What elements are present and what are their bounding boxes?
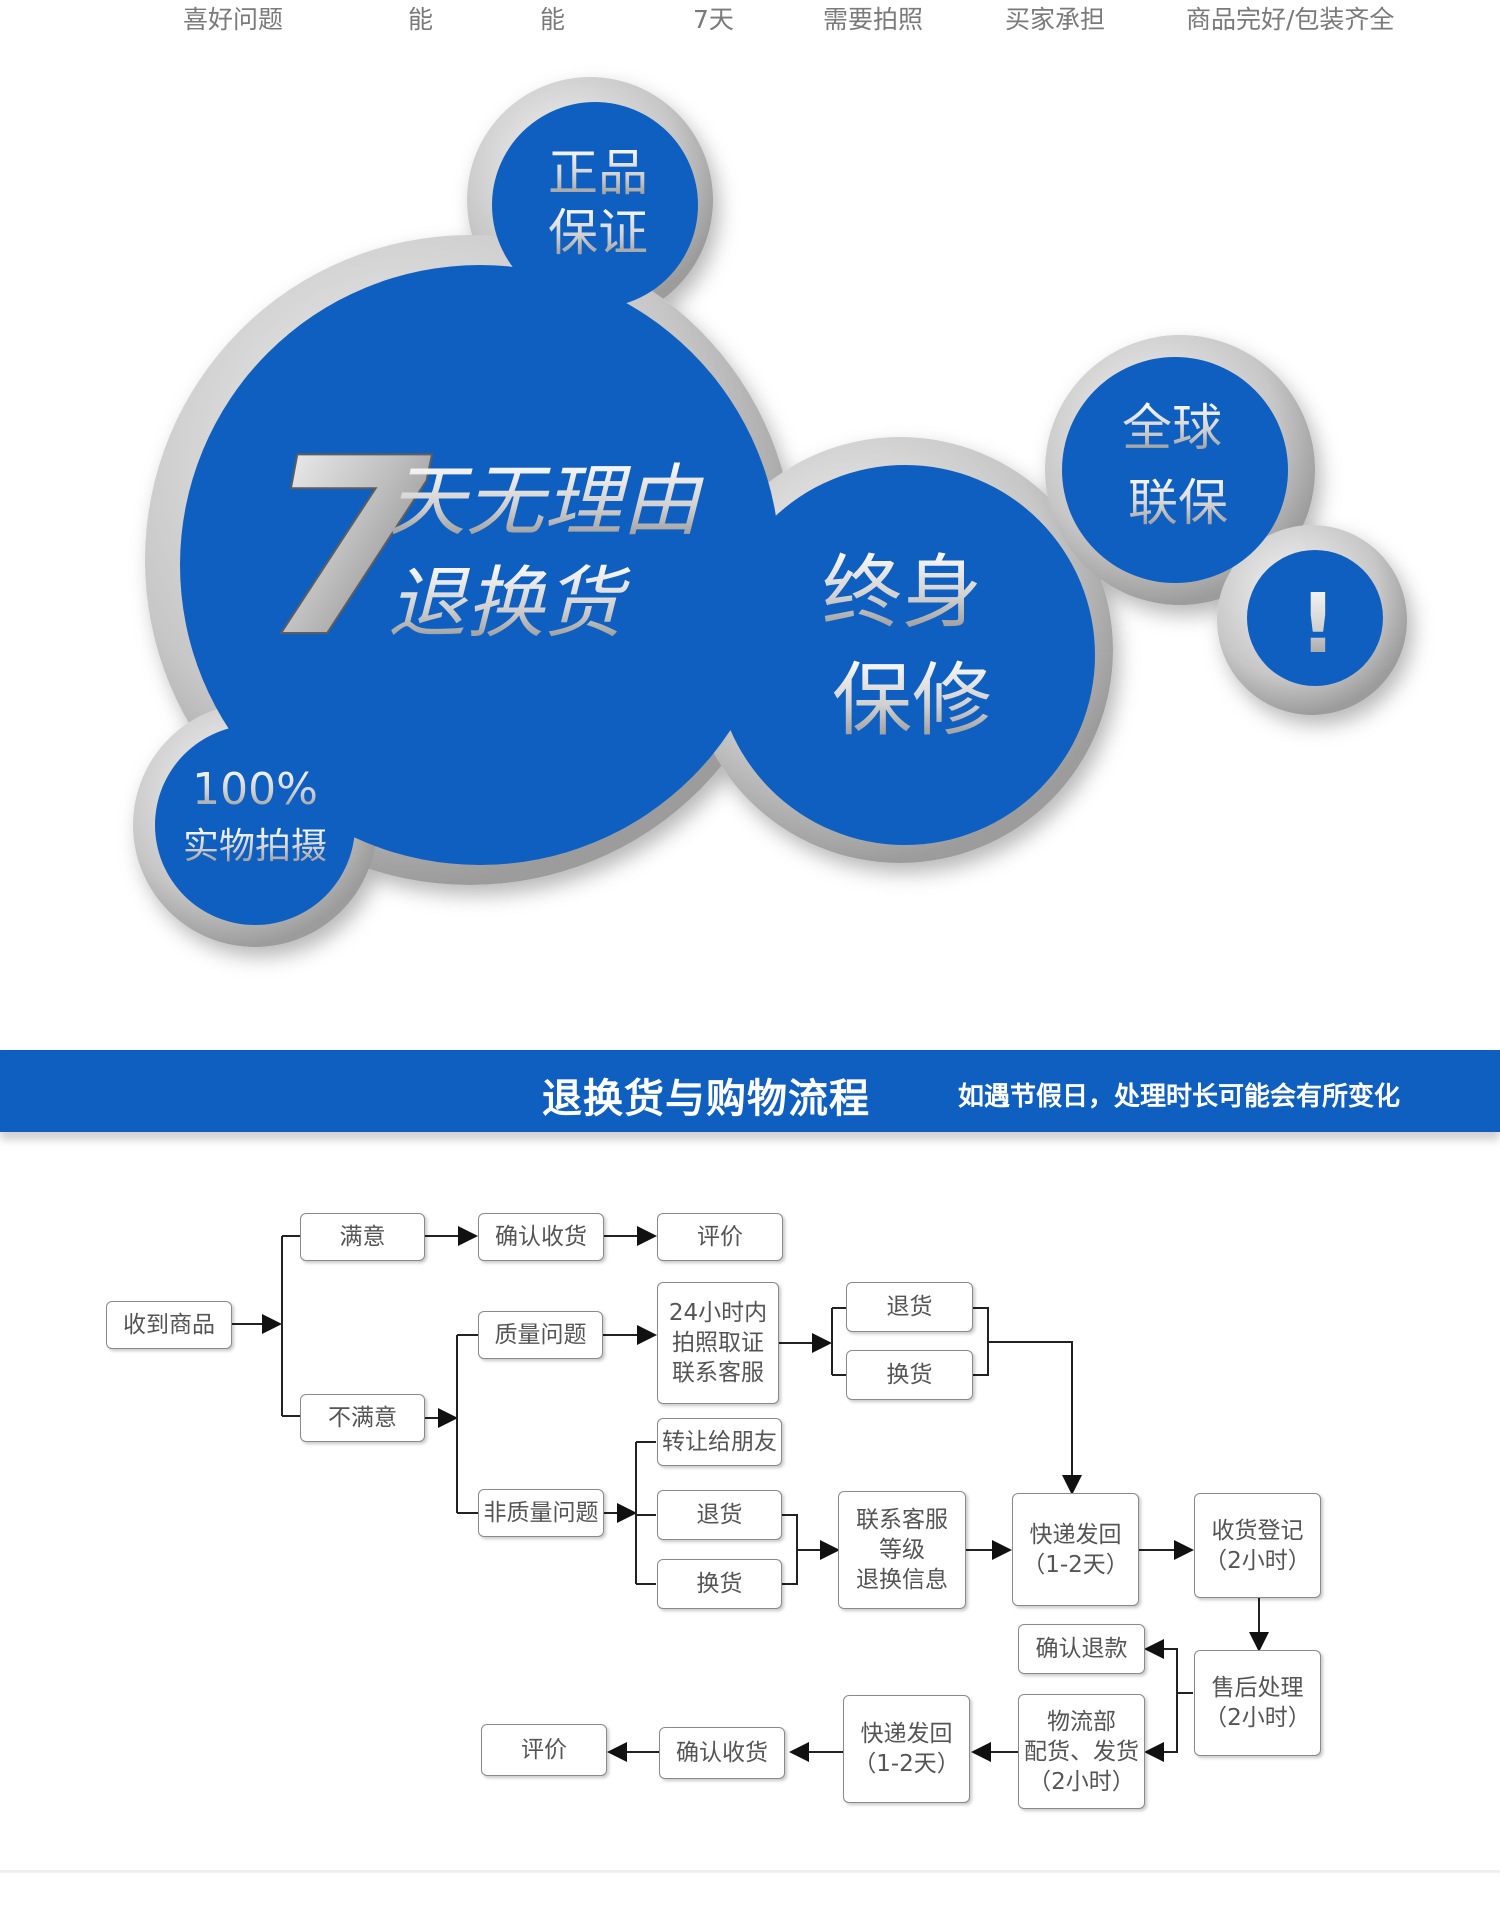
holiday-note: 如遇节假日，处理时长可能会有所变化 xyxy=(958,1082,1401,1112)
footer-divider xyxy=(0,1870,1500,1873)
node-satisfied: 满意 xyxy=(300,1213,425,1261)
node-ship-back: 快递发回 （1-2天） xyxy=(1012,1493,1139,1606)
seven-number: 7 xyxy=(262,406,432,691)
node-quality-issue: 质量问题 xyxy=(478,1311,603,1359)
top-cell-return: 能 xyxy=(408,5,434,34)
badge-photo-text: 实物拍摄 xyxy=(183,826,327,867)
node-after-sales: 售后处理 （2小时） xyxy=(1194,1650,1321,1756)
return-process-flowchart: 收到商品 满意 确认收货 评价 不满意 质量问题 24小时内 拍照取证 联系客服… xyxy=(0,1180,1500,1820)
node-review-1: 评价 xyxy=(657,1213,783,1261)
top-table-row: 喜好问题 能 能 7天 需要拍照 买家承担 商品完好/包装齐全 xyxy=(0,0,1500,40)
node-received: 收到商品 xyxy=(106,1301,232,1349)
node-exchange-1: 换货 xyxy=(846,1350,973,1400)
node-confirm-receipt-1: 确认收货 xyxy=(478,1213,604,1261)
node-contact-service: 联系客服 等级 退换信息 xyxy=(838,1491,966,1609)
node-transfer-friend: 转让给朋友 xyxy=(657,1418,782,1466)
top-cell-exchange: 能 xyxy=(540,5,566,34)
hero-bubbles-graphic: 正品 保证 7 天无理由 退换货 终身 保修 全球 联保 ! 100% 实物拍摄 xyxy=(133,77,1407,947)
section-title: 退换货与购物流程 xyxy=(542,1076,870,1122)
node-review-2: 评价 xyxy=(481,1724,607,1776)
top-cell-photo: 需要拍照 xyxy=(823,5,924,34)
node-logistics: 物流部 配货、发货 （2小时） xyxy=(1018,1694,1145,1809)
node-confirm-receipt-2: 确认收货 xyxy=(659,1727,785,1779)
main-slogan-line2: 退换货 xyxy=(388,559,631,649)
node-photo-within-24h: 24小时内 拍照取证 联系客服 xyxy=(657,1282,779,1404)
section-header-band: 退换货与购物流程 如遇节假日，处理时长可能会有所变化 xyxy=(0,1050,1500,1132)
top-cell-reason: 喜好问题 xyxy=(183,5,284,34)
node-unsatisfied: 不满意 xyxy=(300,1394,425,1442)
badge-warranty-line2: 保修 xyxy=(832,654,992,747)
top-cell-condition: 商品完好/包装齐全 xyxy=(1186,5,1395,34)
node-confirm-refund: 确认退款 xyxy=(1018,1624,1145,1674)
node-ship-out: 快递发回 （1-2天） xyxy=(843,1695,970,1803)
exclaim-icon: ! xyxy=(1299,577,1336,672)
node-receipt-register: 收货登记 （2小时） xyxy=(1194,1493,1321,1598)
node-exchange-2: 换货 xyxy=(657,1559,782,1609)
guarantee-hero: 正品 保证 7 天无理由 退换货 终身 保修 全球 联保 ! 100% 实物拍摄 xyxy=(0,40,1500,1020)
badge-warranty-line1: 终身 xyxy=(822,546,982,639)
badge-global-line2: 联保 xyxy=(1128,474,1228,532)
badge-authentic-line2: 保证 xyxy=(548,204,648,262)
main-slogan-line1: 天无理由 xyxy=(388,457,704,547)
badge-photo-percent: 100% xyxy=(192,764,318,815)
node-non-quality-issue: 非质量问题 xyxy=(478,1489,604,1537)
blue-discs xyxy=(155,102,1383,925)
badge-authentic-line1: 正品 xyxy=(548,144,648,202)
top-cell-shipping: 买家承担 xyxy=(1005,5,1106,34)
badge-global-line1: 全球 xyxy=(1122,399,1222,457)
flowchart-connectors xyxy=(232,1226,1269,1762)
top-cell-period: 7天 xyxy=(693,5,734,34)
node-return-2: 退货 xyxy=(657,1490,782,1540)
node-return-1: 退货 xyxy=(846,1282,973,1332)
